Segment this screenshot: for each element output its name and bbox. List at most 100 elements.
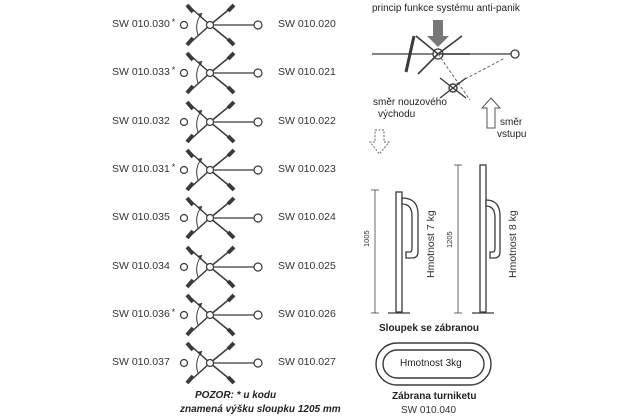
hub-icon [205, 213, 215, 223]
posts-caption: Sloupek se zábranou [379, 323, 480, 334]
height-star-marker: * [171, 162, 176, 172]
turnstile-arm [226, 327, 236, 337]
hub-icon [205, 358, 215, 368]
turnstile-drawing [179, 148, 263, 192]
post-icon [179, 262, 189, 272]
rail-end-icon [253, 358, 263, 368]
rotation-guide-line [437, 53, 471, 101]
emergency-label: směr nouzového [373, 97, 447, 108]
turnstile-code-right: SW 010.023 [278, 163, 336, 175]
rail-end-icon [253, 68, 263, 78]
turnstile-code-right: SW 010.026 [278, 308, 336, 320]
post-icon [179, 68, 189, 78]
turnstile-arm [226, 100, 236, 110]
turnstile-arm [226, 148, 236, 158]
turnstile-arm [185, 181, 195, 192]
push-arrow-icon [427, 20, 449, 47]
turnstile-arm [226, 85, 236, 95]
turnstile-code-left-text: SW 010.033 [112, 66, 170, 78]
turnstile-code-left-text: SW 010.037 [112, 356, 170, 368]
rail-end-icon [253, 20, 263, 30]
hub-icon [205, 20, 215, 30]
turnstile-arm [185, 326, 195, 337]
turnstile-drawing [179, 245, 263, 289]
turnstile-code-left: SW 010.035 [112, 211, 172, 223]
post-icon [179, 358, 189, 368]
post-short [388, 191, 419, 314]
turnstile-arm [185, 3, 195, 14]
turnstile-drawing [179, 51, 263, 95]
post-icon [179, 165, 189, 175]
turnstile-code-left: SW 010.037 [112, 356, 172, 368]
rail-end-icon [253, 310, 263, 320]
post-icon [179, 213, 189, 223]
turnstile-arm [185, 133, 195, 144]
turnstile-code-left-text: SW 010.034 [112, 260, 170, 272]
height-star-marker: * [171, 307, 176, 317]
folded-arms [404, 35, 470, 75]
height-star-marker: * [171, 65, 176, 75]
emergency-arrow-icon [368, 129, 391, 155]
hub-icon [205, 310, 215, 320]
turnstile-code-right: SW 010.027 [278, 356, 336, 368]
rail-end-icon [510, 49, 520, 59]
post-icon [179, 117, 189, 127]
turnstile-arm [185, 196, 195, 207]
rotation-arrowhead-icon [197, 351, 202, 356]
rail-end-icon [253, 262, 263, 272]
hub-icon [205, 165, 215, 175]
turnstile-arm [226, 3, 236, 13]
turnstile-arm [226, 196, 236, 206]
turnstile-code-left: SW 010.032 [112, 115, 172, 127]
turnstile-code-right: SW 010.025 [278, 260, 336, 272]
rotation-arrowhead-icon [197, 206, 202, 211]
turnstile-arm [185, 100, 195, 111]
barrier-outline [375, 342, 492, 386]
turnstile-arm [226, 134, 236, 144]
turnstile-code-left-text: SW 010.032 [112, 115, 170, 127]
post-tall [472, 164, 501, 314]
turnstile-drawing [179, 196, 263, 240]
turnstile-drawing [179, 100, 263, 144]
turnstile-arm [185, 84, 195, 95]
rotation-arrowhead-icon [197, 61, 202, 66]
barrier-caption: Zábrana turniketu [392, 391, 477, 402]
turnstile-code-left: SW 010.036* [112, 307, 176, 320]
turnstile-code-left-text: SW 010.030 [112, 18, 170, 30]
turnstile-arm [185, 51, 195, 62]
turnstile-code-left-text: SW 010.031 [112, 163, 170, 175]
rotation-arrowhead-icon [197, 255, 202, 260]
weight-right-label: Hmotnost 8 kg [507, 210, 519, 278]
turnstile-arm [185, 293, 195, 304]
barrier-code: SW 010.040 [401, 405, 457, 416]
turnstile-arm [226, 230, 236, 240]
principle-title: princip funkce systému anti-panik [372, 3, 520, 14]
turnstile-arm [226, 293, 236, 303]
hub-icon [205, 117, 215, 127]
rail-end-icon [253, 117, 263, 127]
height-star-marker: * [171, 17, 176, 27]
emergency-label-2: východu [378, 109, 416, 120]
turnstile-arm [226, 341, 236, 351]
turnstile-drawing [179, 3, 263, 47]
turnstile-code-right: SW 010.021 [278, 66, 336, 78]
entry-arrow-icon [480, 97, 502, 129]
entry-label: směr [500, 117, 523, 128]
turnstile-code-left-text: SW 010.036 [112, 308, 170, 320]
lower-turnstile-icon [439, 77, 467, 99]
turnstile-arm [185, 278, 195, 289]
rail-end-icon [253, 165, 263, 175]
turnstile-arm [185, 148, 195, 159]
turnstile-arm [226, 51, 236, 61]
dimension-left-label: 1005 [362, 230, 371, 247]
warning-note-prefix: POZOR: [195, 390, 234, 401]
hub-icon [205, 68, 215, 78]
rotation-arrowhead-icon [197, 303, 202, 308]
turnstile-code-left: SW 010.031* [112, 162, 176, 175]
turnstile-arm [185, 229, 195, 240]
post-icon [179, 20, 189, 30]
